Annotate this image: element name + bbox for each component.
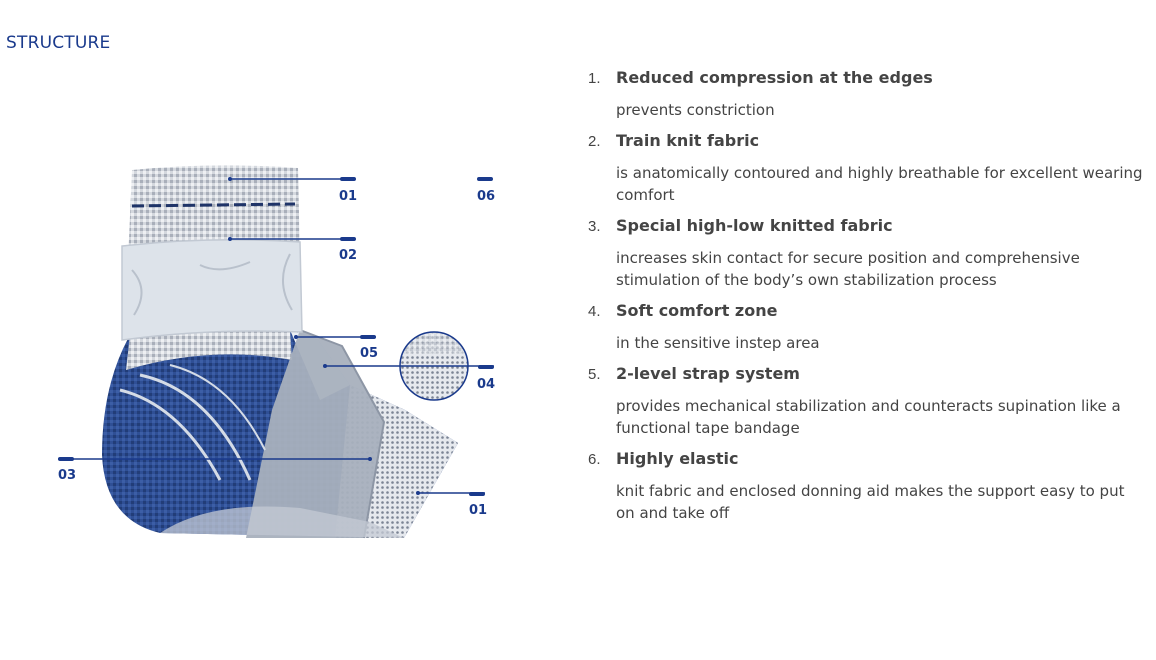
upper-cuff xyxy=(128,165,300,262)
feature-title: 2-level strap system xyxy=(616,364,800,383)
callout-tab-05 xyxy=(360,335,376,339)
callout-tab-03 xyxy=(58,457,74,461)
callout-tab-06 xyxy=(477,177,493,181)
callout-label-03: 03 xyxy=(58,468,76,483)
feature-description: provides mechanical stabilization and co… xyxy=(616,397,1121,437)
feature-item: 3. Special high-low knitted fabric incre… xyxy=(588,214,1144,291)
feature-title: Train knit fabric xyxy=(616,131,760,150)
callout-tab-02 xyxy=(340,237,356,241)
ankle-support-figure: 01 02 03 04 05 06 01 xyxy=(50,150,510,550)
diagonal-strap xyxy=(246,330,384,538)
section-title: STRUCTURE xyxy=(6,33,111,53)
feature-description: is anatomically contoured and highly bre… xyxy=(616,164,1143,204)
feature-description: in the sensitive instep area xyxy=(616,334,820,352)
callout-label-01-top: 01 xyxy=(339,189,357,204)
feature-title: Soft comfort zone xyxy=(616,301,778,320)
ankle-band xyxy=(126,326,292,370)
feature-title: Highly elastic xyxy=(616,449,739,468)
feature-title: Special high-low knitted fabric xyxy=(616,216,893,235)
horizontal-strap-fold xyxy=(131,253,293,316)
feature-title: Reduced compression at the edges xyxy=(616,68,933,87)
feature-item: 6. Highly elastic knit fabric and enclos… xyxy=(588,447,1144,524)
callout-label-05: 05 xyxy=(360,346,378,361)
diagonal-strap-edge xyxy=(299,329,386,539)
callout-label-01-bottom: 01 xyxy=(469,503,487,518)
feature-number: 2. xyxy=(588,133,601,150)
feature-number: 1. xyxy=(588,70,601,87)
feature-number: 5. xyxy=(588,366,601,383)
callout-dot xyxy=(368,457,372,461)
stripe xyxy=(169,364,266,451)
feature-number: 4. xyxy=(588,303,601,320)
callout-dot xyxy=(323,364,327,368)
callout-dot xyxy=(294,335,298,339)
feature-list: 1. Reduced compression at the edges prev… xyxy=(588,66,1144,532)
callout-dot xyxy=(228,177,232,181)
callout-label-06: 06 xyxy=(477,189,495,204)
stripe xyxy=(119,388,222,481)
feature-item: 5. 2-level strap system provides mechani… xyxy=(588,362,1144,439)
callout-tab-04 xyxy=(478,365,494,369)
feature-number: 6. xyxy=(588,451,601,468)
feature-item: 4. Soft comfort zone in the sensitive in… xyxy=(588,299,1144,354)
callout-tab-01-top xyxy=(340,177,356,181)
ankle-support-illustration: 01 02 03 04 05 06 01 xyxy=(58,165,495,539)
feature-item: 1. Reduced compression at the edges prev… xyxy=(588,66,1144,121)
feature-number: 3. xyxy=(588,218,601,235)
cuff-stitch-line xyxy=(131,202,296,208)
callout-label-04: 04 xyxy=(477,377,495,392)
feature-item: 2. Train knit fabric is anatomically con… xyxy=(588,129,1144,206)
horizontal-strap xyxy=(121,239,303,341)
feature-description: increases skin contact for secure positi… xyxy=(616,249,1080,289)
callout-label-02: 02 xyxy=(339,248,357,263)
callout-tab-01-bottom xyxy=(469,492,485,496)
callout-dot xyxy=(228,237,232,241)
callout-dot xyxy=(416,491,420,495)
sole-highlight xyxy=(160,506,404,538)
feature-description: knit fabric and enclosed donning aid mak… xyxy=(616,482,1125,522)
stripe xyxy=(139,373,252,481)
feature-description: prevents constriction xyxy=(616,101,775,119)
